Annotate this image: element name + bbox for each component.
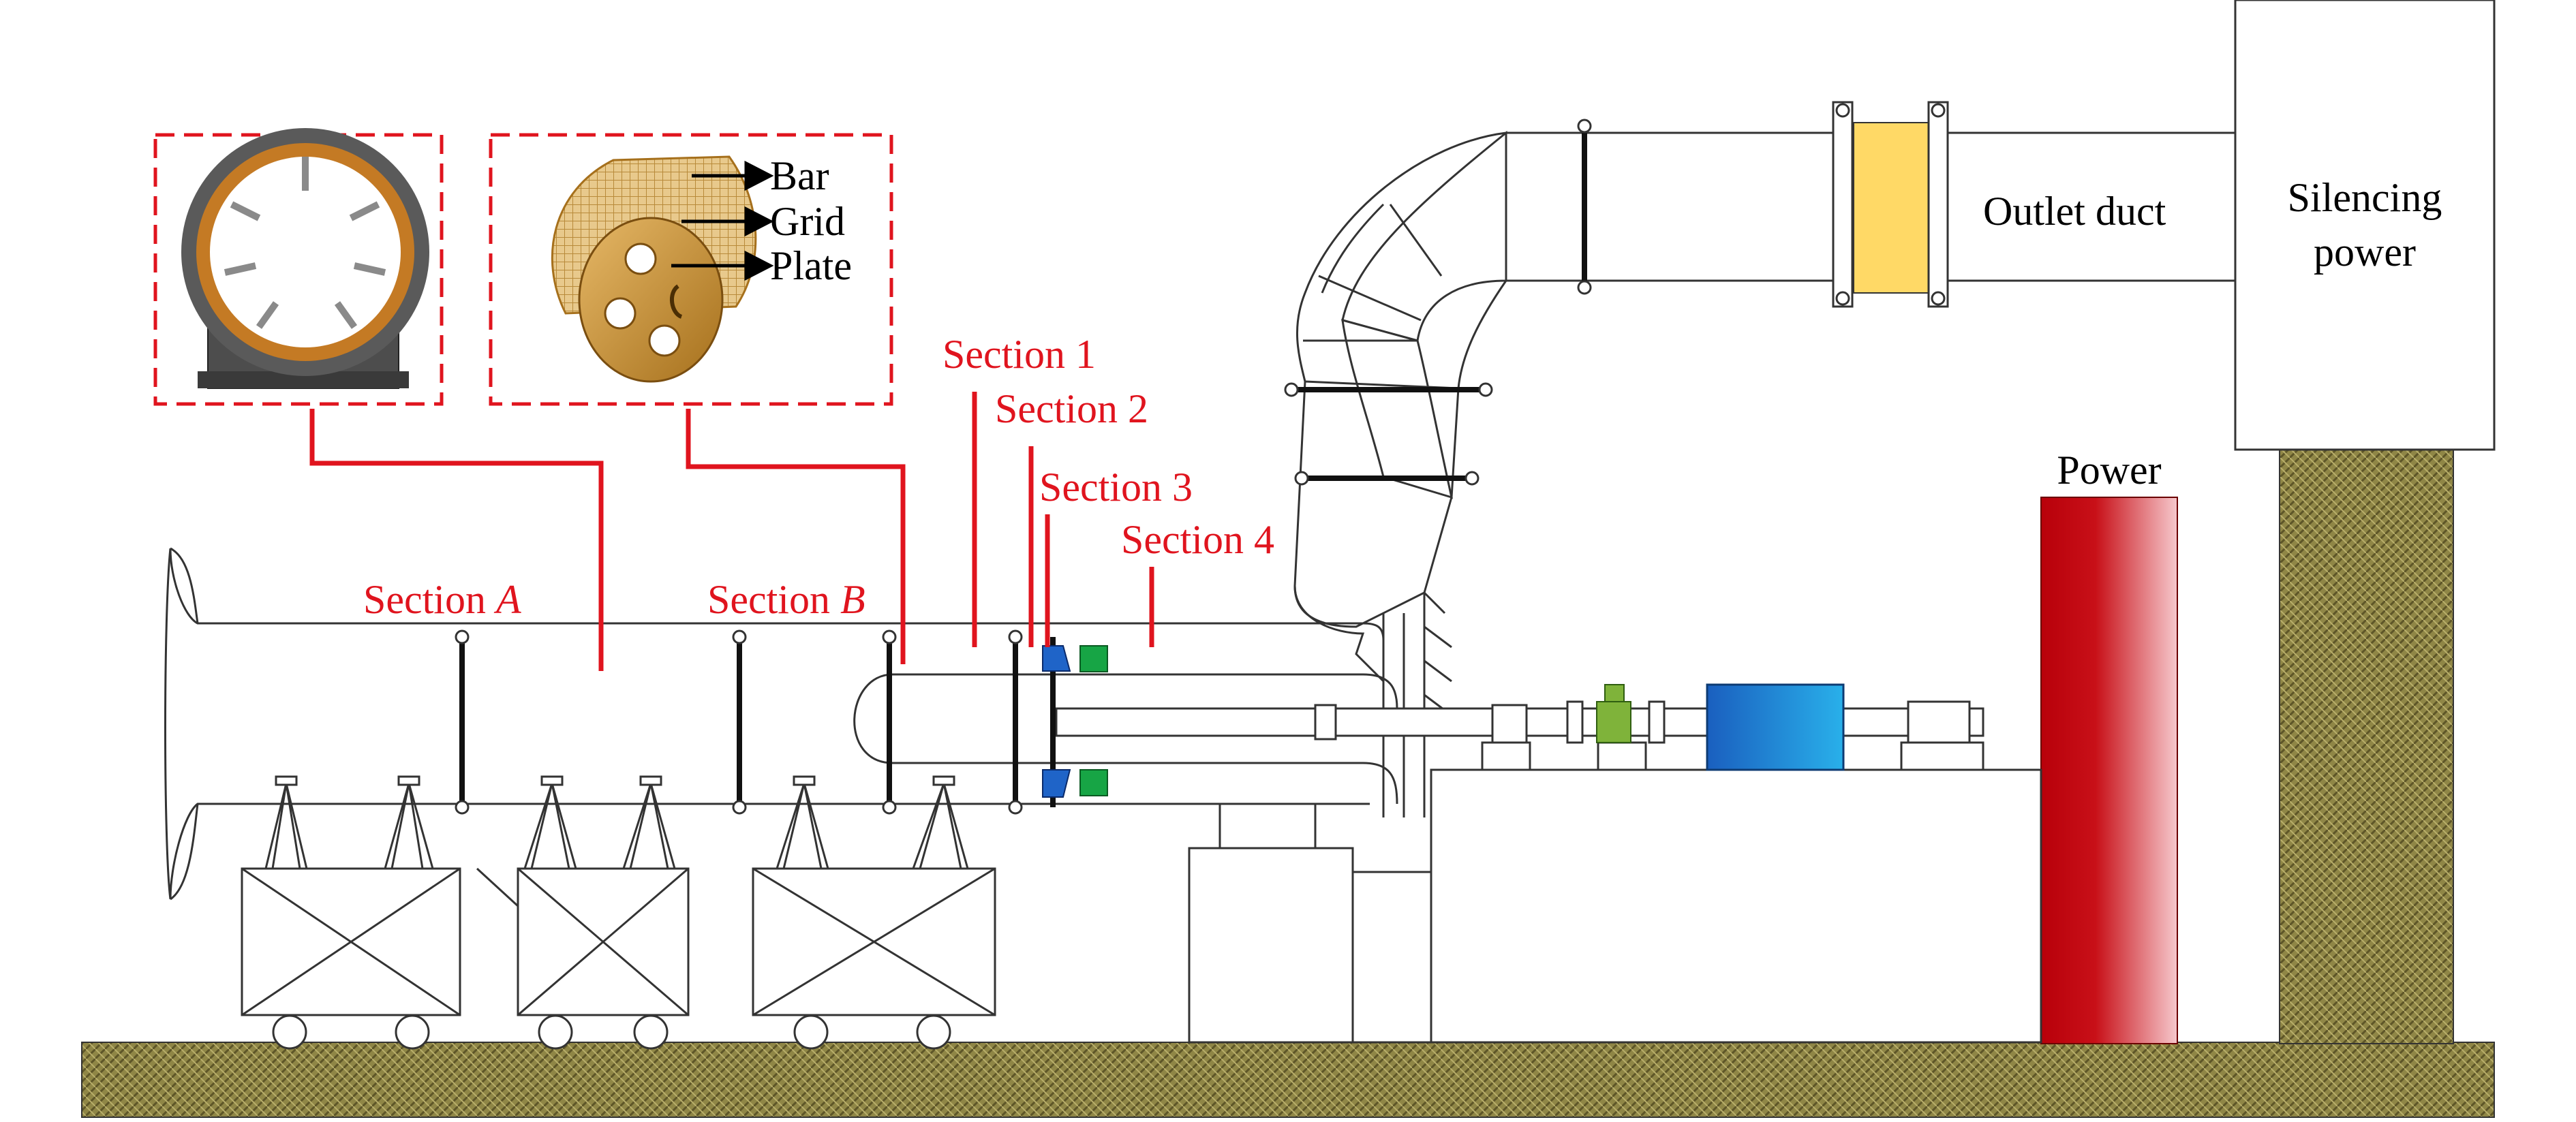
label-silencing-line1: Silencing	[2288, 175, 2442, 220]
elbow-duct	[1293, 130, 1507, 628]
silencer-box	[2234, 0, 2496, 451]
outlet-flanges	[1832, 101, 1949, 308]
cart-bolts	[275, 775, 955, 786]
label-power: Power	[2057, 448, 2161, 493]
ground-base	[81, 1042, 2495, 1118]
silencer-column	[2279, 449, 2454, 1044]
drive-train	[1314, 700, 1984, 771]
label-grid: Grid	[770, 199, 845, 244]
leader-lines	[309, 392, 1154, 671]
label-section-2: Section 2	[995, 386, 1148, 431]
outlet-clamp-bolt-bottom	[1577, 280, 1592, 295]
inlet-clamp-bolts	[455, 629, 1023, 815]
coupling-green	[1596, 701, 1631, 743]
elbow-clamps	[1291, 387, 1486, 481]
label-plate: Plate	[770, 243, 852, 288]
elbow-clamp-bolts	[1284, 382, 1493, 486]
motor	[1706, 683, 1845, 771]
power-tower	[2040, 497, 2178, 1044]
inlet-pipe	[164, 547, 1385, 901]
coupling-green-cap	[1604, 684, 1625, 702]
label-section-1: Section 1	[942, 332, 1096, 377]
inset-grid-graphic	[551, 155, 757, 383]
inset-ring-graphic	[181, 128, 429, 389]
callout-arrows	[671, 160, 774, 281]
inlet-u-pipe	[853, 673, 1398, 805]
label-section-b: Section B	[707, 577, 865, 622]
inset-grid-frame	[489, 133, 893, 406]
outlet-clamp-bolt-top	[1577, 119, 1592, 134]
label-section-a: Section A	[363, 577, 521, 622]
impeller-rings	[1042, 645, 1108, 798]
label-bar: Bar	[770, 153, 829, 198]
bench	[1188, 768, 2042, 1044]
label-outlet-duct: Outlet duct	[1983, 189, 2166, 234]
outlet-filter	[1853, 122, 1929, 294]
label-section-3: Section 3	[1039, 465, 1193, 510]
inlet-clamps	[459, 637, 1056, 807]
support-carts	[241, 779, 996, 1050]
label-section-4: Section 4	[1121, 517, 1274, 562]
label-silencing-line2: power	[2314, 230, 2416, 275]
